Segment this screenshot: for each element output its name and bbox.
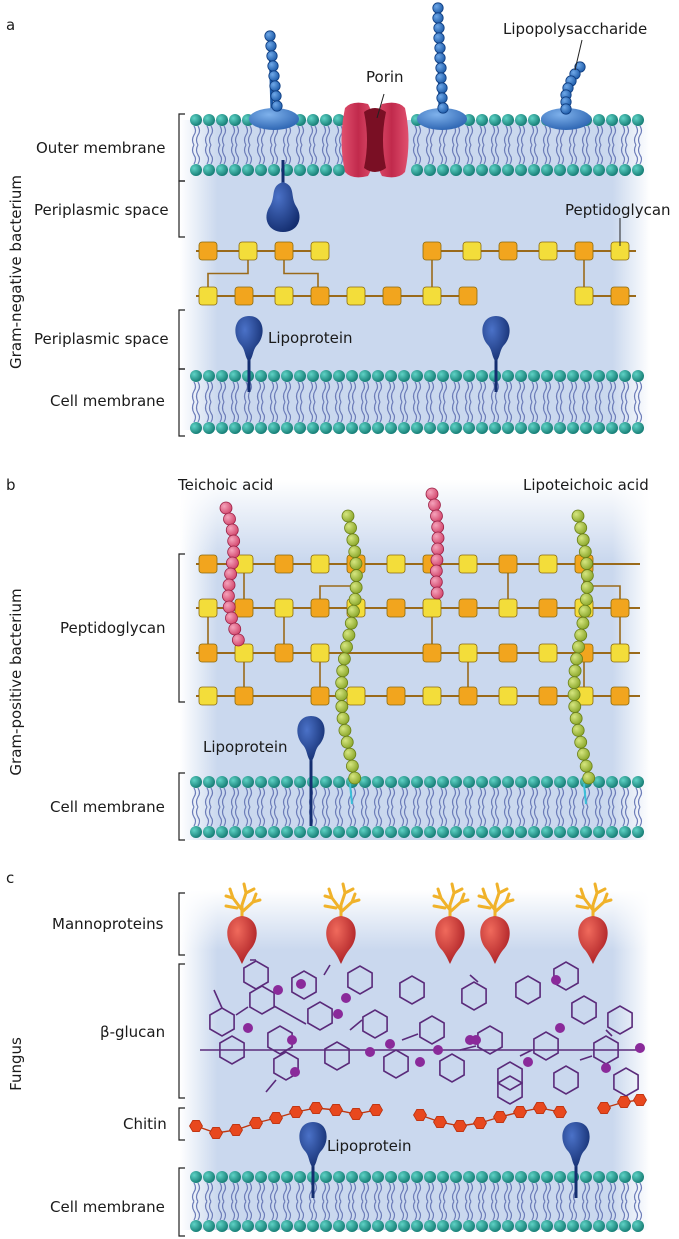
- label-outer-membrane: Outer membrane: [36, 139, 165, 157]
- lipopolysaccharide-beads: [264, 2, 586, 115]
- teichoic-acid-chains: [219, 487, 445, 647]
- lipoprotein-gram-positive: [297, 716, 325, 826]
- panel-c-structures: [189, 882, 647, 1198]
- label-peptidoglycan-a: Peptidoglycan: [565, 201, 671, 219]
- label-porin: Porin: [366, 68, 404, 86]
- peptidoglycan-strand: [198, 286, 478, 306]
- peptidoglycan-strand: [574, 286, 630, 306]
- lipoprotein-cell-membrane-left: [235, 316, 263, 392]
- peptidoglycan-strand: [198, 241, 330, 261]
- label-chitin: Chitin: [123, 1115, 167, 1133]
- lipopolysaccharide-right: [541, 108, 591, 130]
- panel-a-structures: [196, 2, 636, 392]
- mannoprotein: [224, 882, 262, 964]
- peptidoglycan-strand: [422, 241, 630, 261]
- panel-b-structures: [196, 487, 640, 826]
- lipoprotein-fungus-left: [299, 1122, 327, 1198]
- region-brackets: [178, 113, 185, 1237]
- mannoprotein: [575, 882, 613, 964]
- beta-glucan-network: [200, 959, 645, 1105]
- label-lipopolysaccharide: Lipopolysaccharide: [503, 20, 647, 38]
- label-lipoprotein-a: Lipoprotein: [268, 329, 353, 347]
- label-cell-membrane-c: Cell membrane: [50, 1198, 165, 1216]
- panel-c-letter: c: [6, 869, 14, 887]
- mannoprotein: [323, 882, 361, 964]
- panel-a-side-label: Gram-negative bacterium: [7, 175, 25, 369]
- label-periplasmic-space-lower: Periplasmic space: [34, 330, 169, 348]
- lipid-bilayer: [190, 370, 644, 434]
- mannoprotein: [477, 882, 515, 964]
- panel-c-side-label: Fungus: [7, 1037, 25, 1091]
- label-peptidoglycan-b: Peptidoglycan: [60, 619, 166, 637]
- label-lipoprotein-b: Lipoprotein: [203, 738, 288, 756]
- peptidoglycan-layer-a: [196, 241, 636, 306]
- panel-b-letter: b: [6, 476, 16, 494]
- porin-protein: [341, 93, 409, 178]
- label-cell-membrane-a: Cell membrane: [50, 392, 165, 410]
- label-cell-membrane-b: Cell membrane: [50, 798, 165, 816]
- lipoprotein-periplasm-upper: [266, 160, 300, 232]
- label-mannoproteins: Mannoproteins: [52, 915, 164, 933]
- lipid-bilayer: [190, 776, 644, 838]
- label-periplasmic-space-upper: Periplasmic space: [34, 201, 169, 219]
- panel-b-side-label: Gram-positive bacterium: [7, 588, 25, 775]
- mannoprotein-group: [224, 882, 613, 964]
- lipoprotein-cell-membrane-right: [482, 316, 510, 392]
- lipid-bilayer: [190, 1171, 644, 1232]
- mannoprotein: [432, 882, 470, 964]
- leader-lines: [574, 39, 621, 246]
- lipoprotein-fungus-right: [562, 1122, 590, 1198]
- label-beta-glucan: β-glucan: [100, 1023, 165, 1041]
- panel-a-letter: a: [6, 16, 15, 34]
- lipoteichoic-acid-chains: [334, 509, 596, 805]
- chitin-chains: [189, 1094, 647, 1139]
- label-lipoprotein-c: Lipoprotein: [327, 1137, 412, 1155]
- label-teichoic-acid: Teichoic acid: [177, 476, 273, 494]
- label-lipoteichoic-acid: Lipoteichoic acid: [523, 476, 649, 494]
